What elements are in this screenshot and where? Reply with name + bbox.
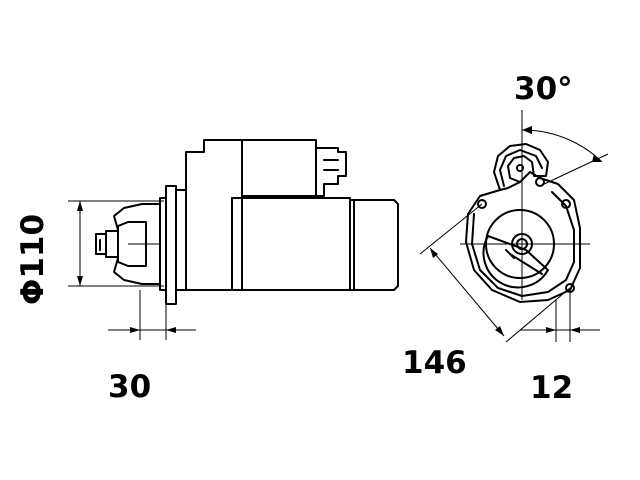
hole-offset-dimension [520,292,600,342]
flange-offset-label: 30 [108,369,152,405]
side-view [68,139,399,340]
solenoid [241,139,347,197]
hole-offset-label: 12 [530,370,574,406]
mounting-flange [159,185,177,305]
end-pinion-disc [482,209,555,289]
angle-label: 30° [514,71,573,107]
angle-dimension [521,126,609,187]
motor-body [231,197,399,291]
diameter-dimension [68,200,164,287]
offset-dimension [108,290,196,340]
end-view [419,110,609,343]
mount-hole-right-top [561,199,571,209]
end-housing-outline [465,171,581,303]
bolt-circle-dimension [419,203,571,343]
mount-hole-left [477,199,487,209]
end-top-ear [493,143,549,191]
bolt-circle-label: 146 [402,345,467,381]
diameter-label: Φ110 [15,213,51,305]
pinion-nose [95,203,161,285]
